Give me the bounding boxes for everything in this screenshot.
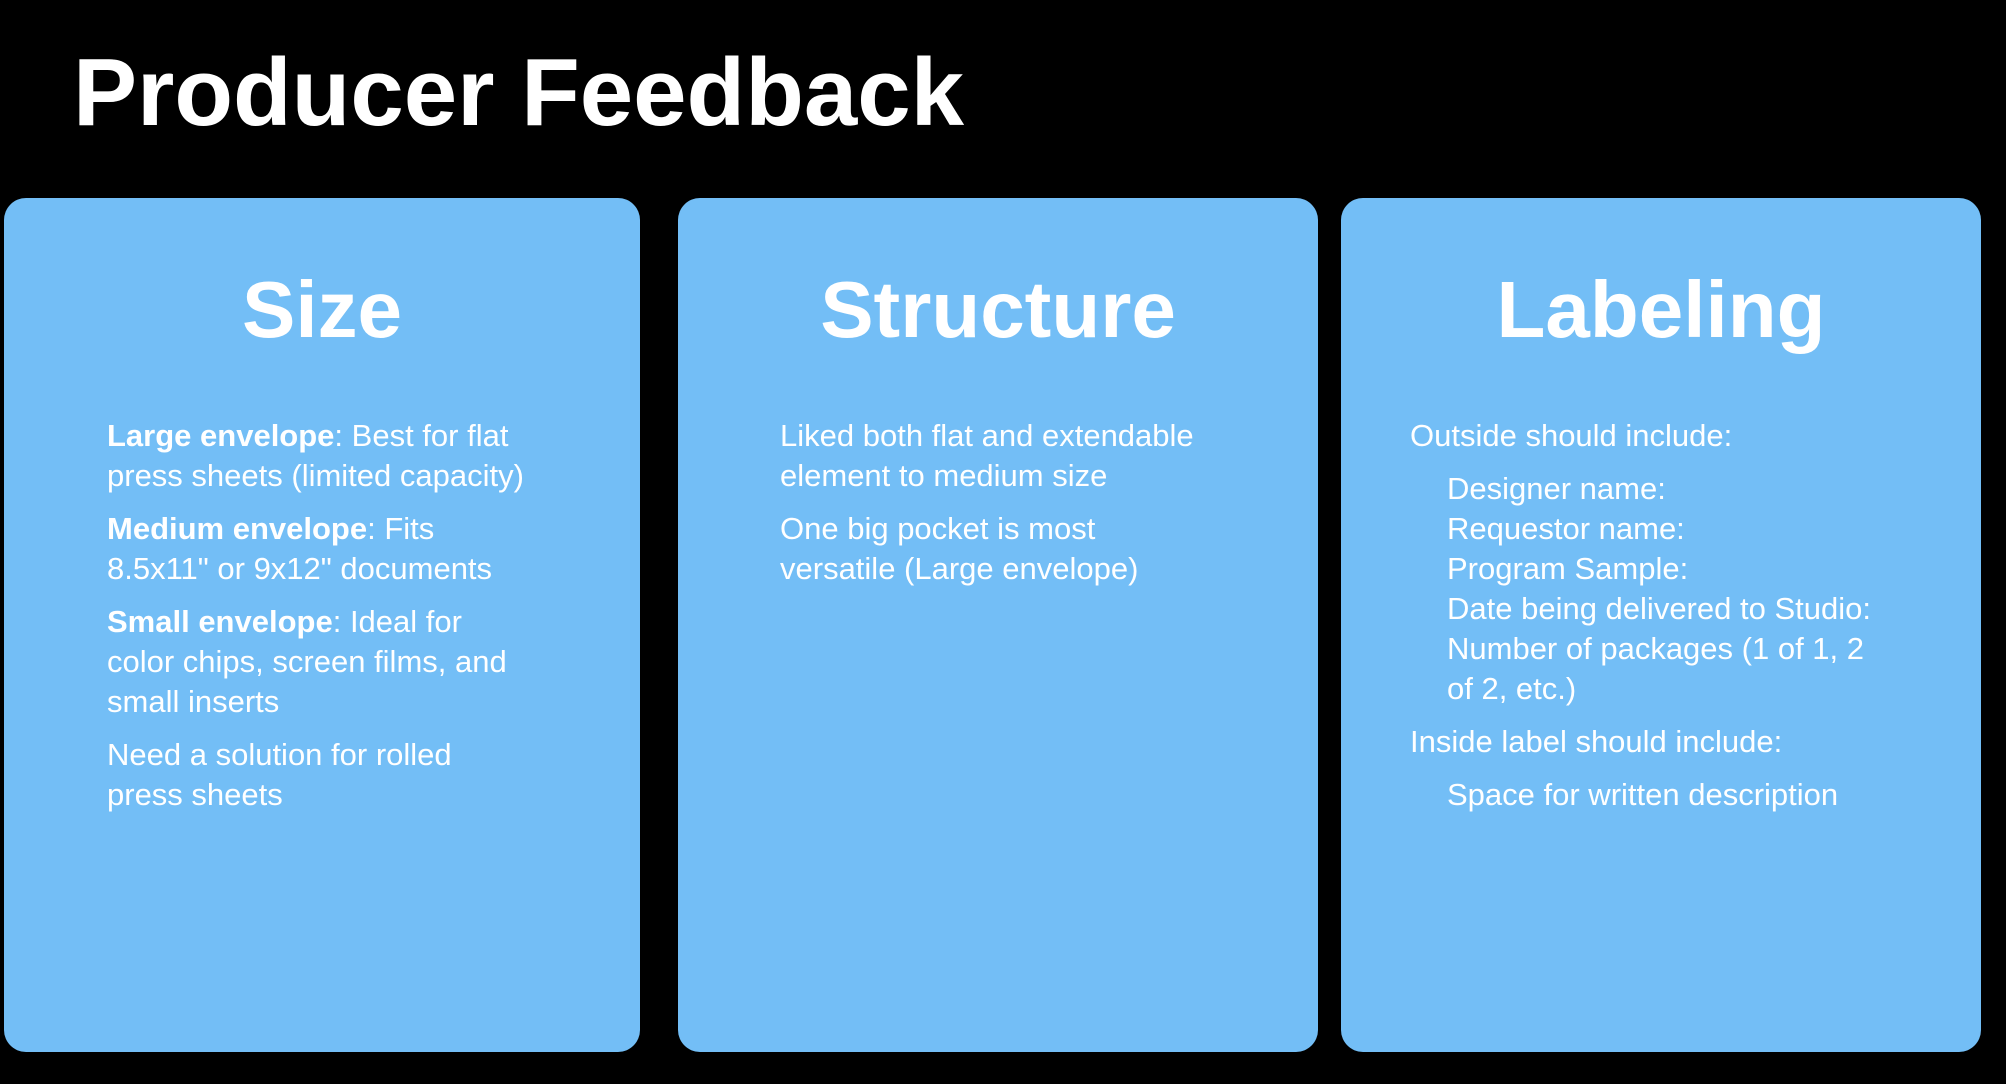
card-labeling[interactable]: Labeling Outside should include: Designer… bbox=[1341, 198, 1981, 1052]
card-structure-title: Structure bbox=[820, 265, 1176, 354]
card-paragraph: Medium envelope: Fits 8.5x11" or 9x12" d… bbox=[107, 511, 493, 586]
card-paragraph: One big pocket is most versatile (Large … bbox=[780, 511, 1139, 586]
card-structure-body: Liked both flat and extendable element t… bbox=[678, 416, 1318, 589]
card-size-title: Size bbox=[241, 265, 403, 354]
card-paragraph: Large envelope: Best for flat press shee… bbox=[107, 418, 524, 493]
card-paragraph: Outside should include: bbox=[1410, 418, 1733, 453]
page-title: Producer Feedback bbox=[73, 39, 964, 146]
card-paragraph: Liked both flat and extendable element t… bbox=[780, 418, 1194, 493]
card-paragraph: Inside label should include: bbox=[1410, 724, 1783, 759]
card-size-body: Large envelope: Best for flat press shee… bbox=[4, 416, 640, 815]
card-paragraph: Space for written description bbox=[1447, 777, 1839, 812]
card-paragraph: Need a solution for rolled press sheets bbox=[107, 737, 452, 812]
card-paragraph: Small envelope: Ideal for color chips, s… bbox=[107, 604, 507, 719]
card-labeling-body: Outside should include: Designer name: Re… bbox=[1341, 416, 1981, 815]
card-structure[interactable]: Structure Liked both flat and extendable… bbox=[678, 198, 1318, 1052]
card-size[interactable]: Size Large envelope: Best for flat press… bbox=[4, 198, 640, 1052]
card-labeling-title: Labeling bbox=[1496, 265, 1826, 354]
card-paragraph: Designer name: Requestor name: Program S… bbox=[1447, 471, 1871, 706]
